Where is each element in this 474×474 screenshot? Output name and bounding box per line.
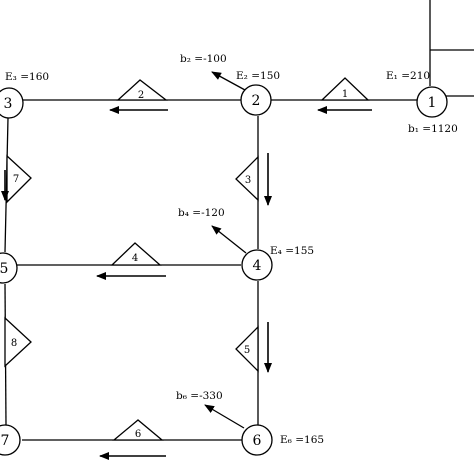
annotation-E4: E₄ =155 xyxy=(270,245,314,257)
element-5-triangle xyxy=(235,325,259,373)
demand-arrow-6 xyxy=(204,404,245,429)
annotation-b6: b₆ =-330 xyxy=(176,390,223,402)
element-labels: 1 2 3 4 5 6 7 8 xyxy=(11,89,348,440)
edge-label-6: 6 xyxy=(135,429,141,440)
annotation-b2: b₂ =-100 xyxy=(180,53,227,65)
edge-label-1: 1 xyxy=(342,89,348,100)
node-4-circle xyxy=(241,249,273,281)
annotation-E6: E₆ =165 xyxy=(280,434,324,446)
flow-arrows xyxy=(1,106,372,460)
node-1-label: 1 xyxy=(428,95,437,111)
node-5-circle xyxy=(0,252,18,284)
demand-arrow-2 xyxy=(211,71,246,91)
node-4-label: 4 xyxy=(253,258,262,274)
node-labels: 1 2 3 4 5 6 7 xyxy=(0,93,436,449)
edge-label-7: 7 xyxy=(13,174,19,185)
edge-label-8: 8 xyxy=(11,338,17,349)
node-2-circle xyxy=(240,84,272,116)
element-triangles xyxy=(4,77,370,441)
source-lines xyxy=(429,0,474,97)
node-3-circle xyxy=(0,87,24,119)
edge-label-4: 4 xyxy=(132,253,138,264)
node-1-circle xyxy=(416,86,448,118)
node-5-label: 5 xyxy=(0,261,8,277)
node-6-label: 6 xyxy=(253,433,262,449)
pipe-lines xyxy=(4,99,418,441)
node-7-label: 7 xyxy=(1,433,10,449)
node-2-label: 2 xyxy=(252,93,261,109)
node-6-circle xyxy=(241,424,273,456)
annotations: E₁ =210 b₁ =1120 E₂ =150 b₂ =-100 E₃ =16… xyxy=(5,53,458,446)
node-3-label: 3 xyxy=(4,96,13,112)
annotation-b4: b₄ =-120 xyxy=(178,207,225,219)
annotation-E2: E₂ =150 xyxy=(236,70,280,82)
element-2-triangle xyxy=(116,79,168,101)
edge-label-3: 3 xyxy=(245,175,251,186)
element-7-triangle xyxy=(6,154,32,204)
demand-arrow-4 xyxy=(211,225,247,254)
edge-label-5: 5 xyxy=(244,345,250,356)
annotation-E1: E₁ =210 xyxy=(386,70,430,82)
node-7-circle xyxy=(0,424,21,456)
element-8-triangle xyxy=(4,316,32,368)
nodes xyxy=(0,84,448,456)
element-1-triangle xyxy=(320,77,370,101)
element-6-triangle xyxy=(112,419,164,441)
demand-arrows xyxy=(204,71,247,429)
edge-label-2: 2 xyxy=(138,90,144,101)
element-4-triangle xyxy=(110,242,162,266)
annotation-E3: E₃ =160 xyxy=(5,71,49,83)
annotation-b1: b₁ =1120 xyxy=(408,123,458,135)
element-3-triangle xyxy=(235,155,259,202)
